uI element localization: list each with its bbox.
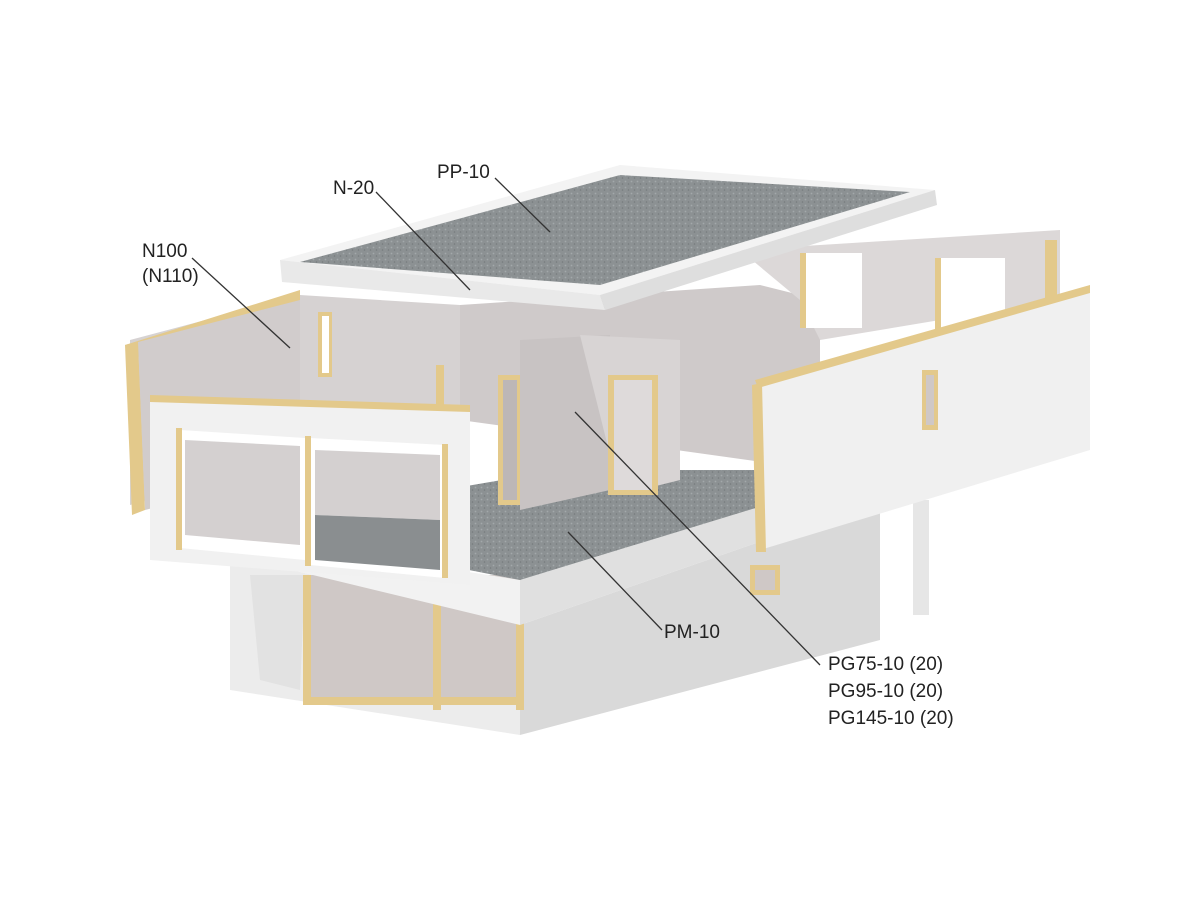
- leader-lines: [191, 177, 821, 666]
- leader-pm10: [567, 531, 663, 631]
- label-pg75: PG75-10 (20): [828, 654, 944, 675]
- label-pm10: PM-10: [664, 622, 720, 643]
- label-pg95: PG95-10 (20): [828, 681, 944, 702]
- label-pg145: PG145-10 (20): [828, 708, 954, 729]
- leader-pp10: [494, 177, 551, 233]
- label-n20: N-20: [333, 178, 375, 199]
- label-n110: (N110): [142, 266, 199, 287]
- leader-pg: [574, 411, 821, 666]
- label-pp10: PP-10: [437, 162, 490, 183]
- leader-n20: [375, 191, 471, 291]
- leader-n100: [191, 257, 291, 349]
- right-exterior-wall: [752, 285, 1090, 552]
- front-window-wall: [150, 395, 470, 585]
- label-n100: N100: [142, 241, 188, 262]
